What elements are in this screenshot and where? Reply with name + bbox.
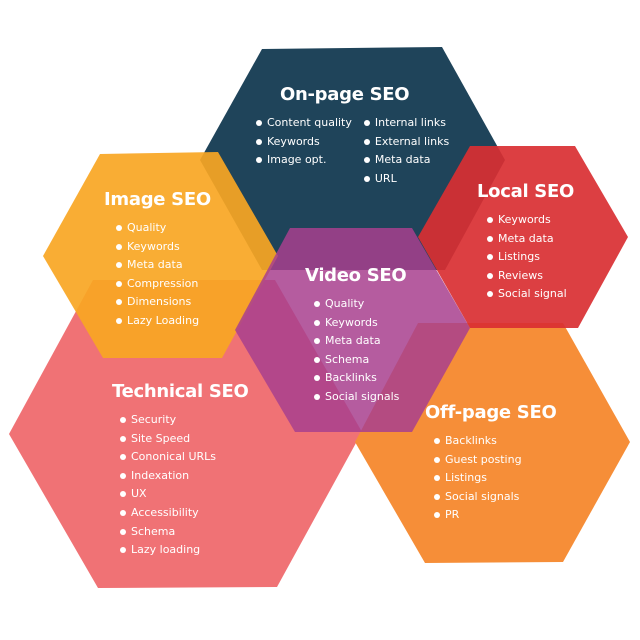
technical-list: Security Site Speed Cononical URLs Index… — [120, 411, 248, 560]
list-item: UX — [120, 485, 248, 504]
list-item: Accessibility — [120, 504, 248, 523]
list-item: Lazy Loading — [116, 312, 211, 331]
video-title: Video SEO — [305, 265, 407, 286]
image-block: Image SEO Quality Keywords Meta data Com… — [104, 189, 211, 331]
hexagon-image — [43, 152, 278, 358]
offpage-title: Off-page SEO — [425, 402, 557, 423]
video-block: Video SEO Quality Keywords Meta data Sch… — [305, 265, 407, 407]
list-item: Dimensions — [116, 293, 211, 312]
onpage-title: On-page SEO — [280, 84, 410, 105]
list-item: Keywords — [116, 238, 211, 257]
onpage-list-col2: Internal links External links Meta data … — [363, 114, 449, 189]
list-item: Meta data — [487, 230, 574, 249]
list-item: Social signals — [314, 388, 406, 407]
list-item: Guest posting — [434, 451, 556, 470]
technical-title: Technical SEO — [112, 381, 249, 402]
onpage-block: On-page SEO Content quality Keywords Ima… — [256, 84, 449, 188]
list-item: Quality — [314, 295, 406, 314]
list-item: Social signals — [434, 488, 556, 507]
list-item: Meta data — [116, 256, 211, 275]
image-list: Quality Keywords Meta data Compression D… — [116, 219, 211, 331]
list-item: PR — [434, 506, 556, 525]
list-item: Content quality — [256, 114, 352, 133]
local-title: Local SEO — [477, 181, 574, 202]
hexagon-onpage — [200, 47, 505, 270]
list-item: Reviews — [487, 267, 574, 286]
list-item: Keywords — [314, 314, 406, 333]
offpage-block: Off-page SEO Backlinks Guest posting Lis… — [425, 402, 557, 525]
list-item: Cononical URLs — [120, 448, 248, 467]
technical-block: Technical SEO Security Site Speed Cononi… — [112, 381, 249, 560]
image-title: Image SEO — [104, 189, 211, 210]
list-item: Quality — [116, 219, 211, 238]
list-item: Internal links — [363, 114, 449, 133]
local-list: Keywords Meta data Listings Reviews Soci… — [487, 211, 574, 304]
list-item: Listings — [487, 248, 574, 267]
list-item: Image opt. — [256, 151, 352, 170]
list-item: Backlinks — [314, 369, 406, 388]
list-item: URL — [363, 170, 449, 189]
list-item: Keywords — [256, 133, 352, 152]
list-item: Schema — [120, 523, 248, 542]
list-item: Lazy loading — [120, 541, 248, 560]
onpage-list-col1: Content quality Keywords Image opt. — [256, 114, 352, 188]
local-block: Local SEO Keywords Meta data Listings Re… — [477, 181, 574, 304]
hexagon-local — [418, 146, 628, 328]
list-item: Meta data — [314, 332, 406, 351]
offpage-list: Backlinks Guest posting Listings Social … — [434, 432, 556, 525]
list-item: Schema — [314, 351, 406, 370]
video-list: Quality Keywords Meta data Schema Backli… — [314, 295, 406, 407]
list-item: Site Speed — [120, 430, 248, 449]
list-item: Backlinks — [434, 432, 556, 451]
list-item: External links — [363, 133, 449, 152]
list-item: Listings — [434, 469, 556, 488]
hexagon-video — [235, 228, 470, 432]
list-item: Indexation — [120, 467, 248, 486]
list-item: Keywords — [487, 211, 574, 230]
list-item: Social signal — [487, 285, 574, 304]
list-item: Meta data — [363, 151, 449, 170]
list-item: Security — [120, 411, 248, 430]
list-item: Compression — [116, 275, 211, 294]
